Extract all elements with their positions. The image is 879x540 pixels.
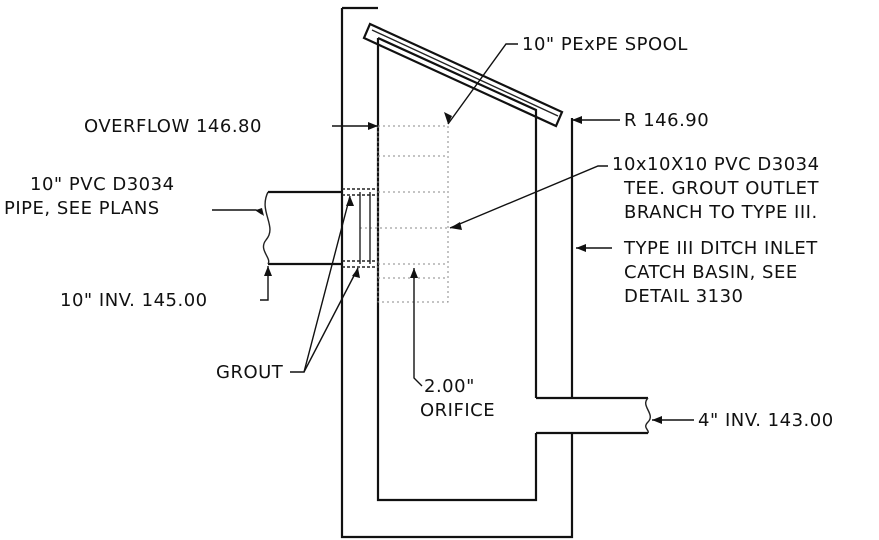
grate-lid: [362, 22, 564, 128]
label-basin-line1: TYPE III DITCH INLET: [623, 238, 818, 259]
basin-outer-wall: [340, 8, 574, 539]
label-pipe-line1: 10" PVC D3034: [30, 174, 175, 195]
label-spool: 10" PExPE SPOOL: [522, 34, 688, 55]
label-overflow: OVERFLOW 146.80: [84, 116, 262, 137]
label-grout: GROUT: [216, 362, 284, 383]
label-orifice-line2: ORIFICE: [420, 400, 495, 421]
label-tee-line3: BRANCH TO TYPE III.: [624, 202, 818, 223]
label-inv-4: 4" INV. 143.00: [698, 410, 834, 431]
inlet-pipe-10in: [262, 190, 342, 266]
label-orifice-line1: 2.00": [424, 376, 475, 397]
outlet-pipe-4in: [536, 396, 651, 435]
leader-lines: [212, 43, 694, 421]
label-inv-10: 10" INV. 145.00: [60, 290, 208, 311]
label-basin-line3: DETAIL 3130: [624, 286, 744, 307]
arrowheads: [256, 112, 662, 424]
label-tee-line1: 10x10X10 PVC D3034: [612, 154, 820, 175]
label-pipe-line2: PIPE, SEE PLANS: [4, 198, 160, 219]
tee-fitting: [359, 125, 449, 303]
label-tee-line2: TEE. GROUT OUTLET: [623, 178, 819, 199]
basin-inner-wall: [376, 36, 538, 502]
label-rim: R 146.90: [624, 110, 709, 131]
label-basin-line2: CATCH BASIN, SEE: [624, 262, 798, 283]
